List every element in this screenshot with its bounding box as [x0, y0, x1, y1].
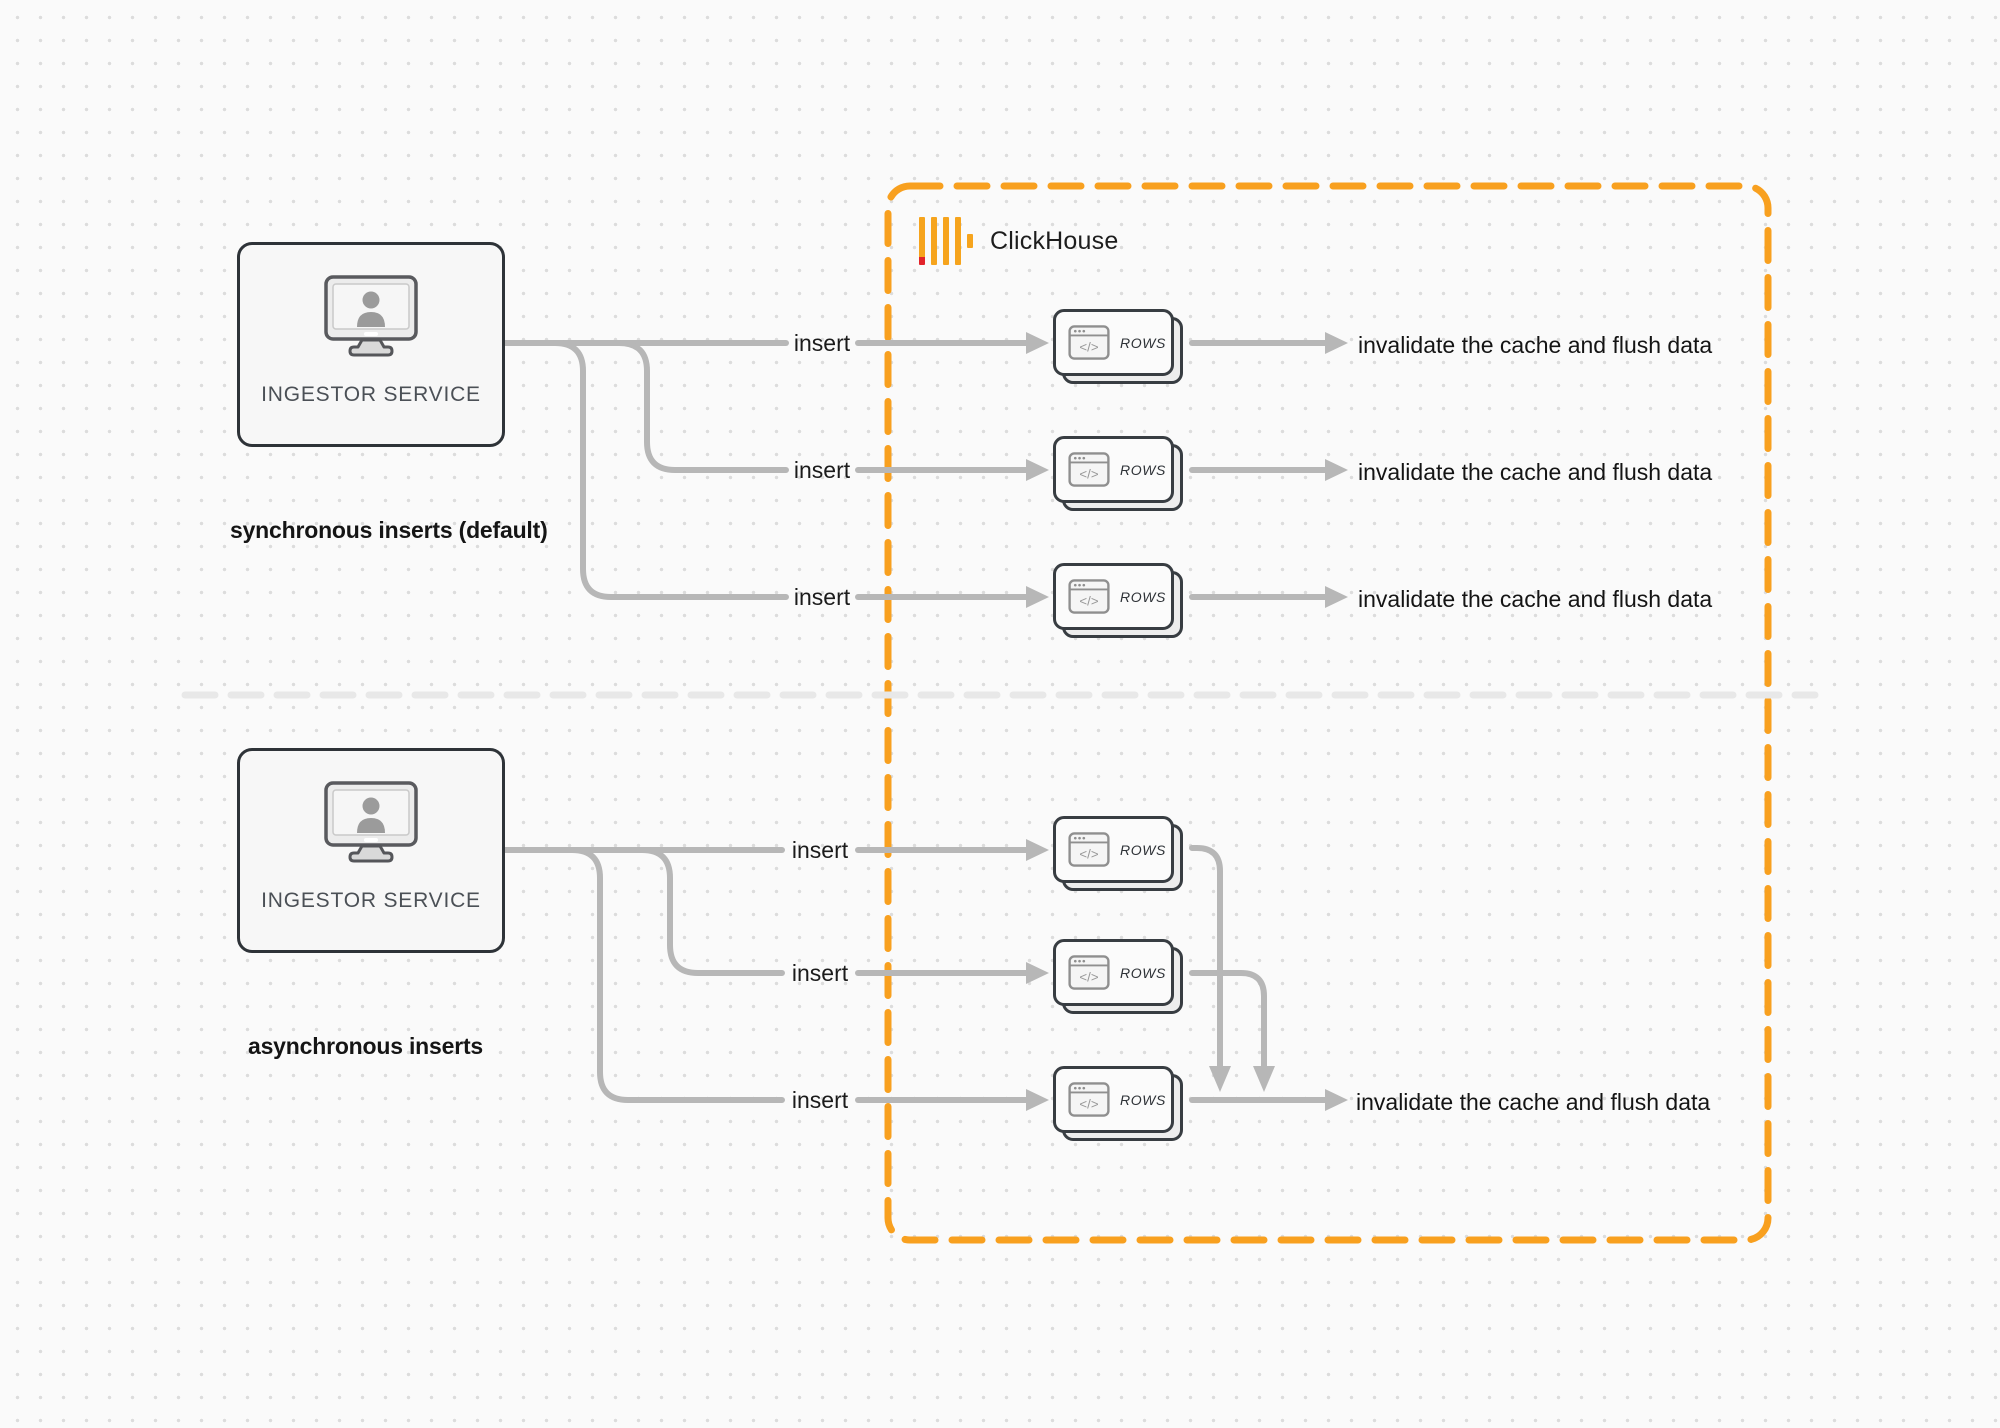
rows-label: ROWS [1120, 334, 1166, 351]
clickhouse-wordmark: ClickHouse [990, 226, 1119, 255]
svg-text:</>: </> [1079, 1096, 1098, 1111]
clickhouse-boundary [884, 182, 1772, 1244]
rows-card-stack: </> ROWS [1053, 309, 1185, 386]
insert-label: insert [793, 457, 851, 483]
sync-arrowheads [1026, 332, 1348, 608]
svg-text:</>: </> [1079, 593, 1098, 608]
svg-text:</>: </> [1079, 969, 1098, 984]
outcome-label: invalidate the cache and flush data [1358, 459, 1713, 485]
rows-label: ROWS [1120, 588, 1166, 605]
svg-text:</>: </> [1079, 339, 1098, 354]
rows-card: </> ROWS [1053, 1066, 1174, 1133]
sync-caption: synchronous inserts (default) [230, 517, 548, 543]
browser-code-icon: </> [1068, 452, 1110, 487]
service-label: INGESTOR SERVICE [261, 383, 481, 406]
insert-label: insert [791, 960, 849, 986]
insert-label: insert [791, 837, 849, 863]
rows-card-stack: </> ROWS [1053, 939, 1185, 1016]
rows-card-stack: </> ROWS [1053, 563, 1185, 640]
browser-code-icon: </> [1068, 325, 1110, 360]
rows-label: ROWS [1120, 1091, 1166, 1108]
rows-card: </> ROWS [1053, 563, 1174, 630]
outcome-label: invalidate the cache and flush data [1358, 586, 1713, 612]
rows-card: </> ROWS [1053, 939, 1174, 1006]
monitor-user-icon [324, 781, 418, 863]
service-label: INGESTOR SERVICE [261, 889, 481, 912]
browser-code-icon: </> [1068, 579, 1110, 614]
insert-label: insert [793, 330, 851, 356]
clickhouse-bar [931, 217, 937, 265]
monitor-user-icon [324, 275, 418, 357]
clickhouse-bar-short [967, 234, 973, 248]
insert-label: insert [793, 584, 851, 610]
svg-text:</>: </> [1079, 466, 1098, 481]
clickhouse-logo: ClickHouse [919, 217, 1118, 265]
clickhouse-bar [943, 217, 949, 265]
async-connectors [502, 845, 1328, 1103]
rows-card: </> ROWS [1053, 436, 1174, 503]
clickhouse-bars-icon [919, 217, 973, 265]
async-caption: asynchronous inserts [248, 1033, 484, 1059]
rows-label: ROWS [1120, 964, 1166, 981]
async-ingestor-service-box: INGESTOR SERVICE [237, 748, 505, 953]
insert-label: insert [791, 1087, 849, 1113]
svg-text:</>: </> [1079, 846, 1098, 861]
rows-label: ROWS [1120, 461, 1166, 478]
rows-card: </> ROWS [1053, 309, 1174, 376]
browser-code-icon: </> [1068, 832, 1110, 867]
clickhouse-bar-red-tip [919, 217, 925, 265]
browser-code-icon: </> [1068, 1082, 1110, 1117]
rows-card: </> ROWS [1053, 816, 1174, 883]
async-arrowheads [1026, 839, 1348, 1111]
outcome-label: invalidate the cache and flush data [1358, 332, 1713, 358]
rows-card-stack: </> ROWS [1053, 816, 1185, 893]
rows-label: ROWS [1120, 841, 1166, 858]
browser-code-icon: </> [1068, 955, 1110, 990]
outcome-label: invalidate the cache and flush data [1356, 1089, 1711, 1115]
rows-card-stack: </> ROWS [1053, 436, 1185, 513]
sync-ingestor-service-box: INGESTOR SERVICE [237, 242, 505, 447]
clickhouse-bar [955, 217, 961, 265]
rows-card-stack: </> ROWS [1053, 1066, 1185, 1143]
sync-connectors [502, 340, 1328, 600]
